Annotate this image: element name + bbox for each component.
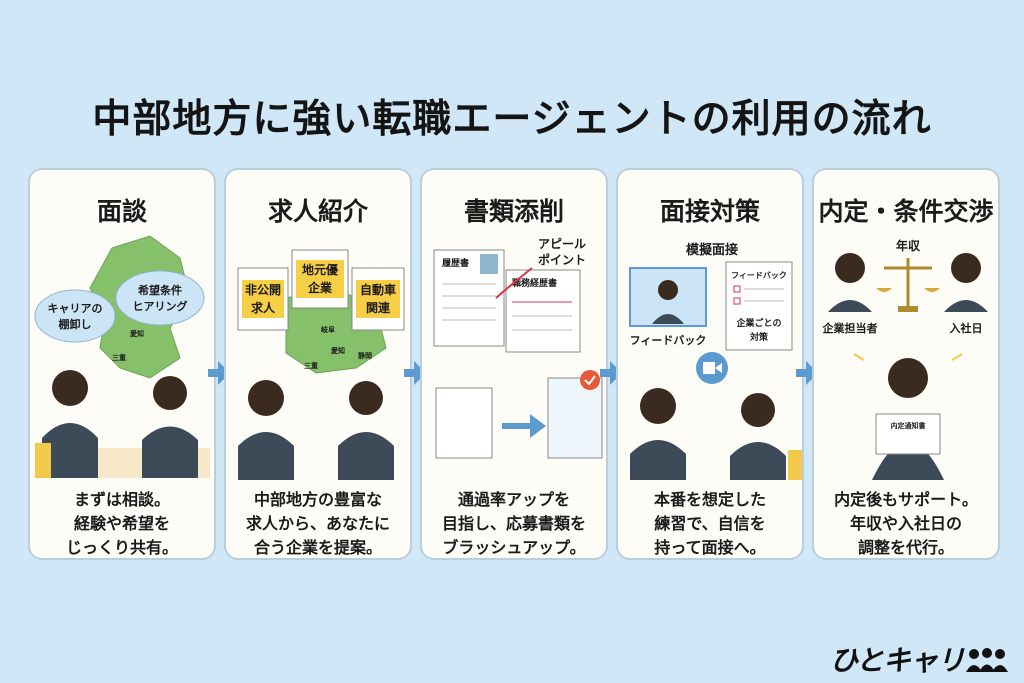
career-doc <box>505 269 581 353</box>
bubble-career-line1: キャリアの <box>48 302 103 315</box>
bubble-career <box>34 289 116 343</box>
checklist-title: フィードバック <box>731 270 787 280</box>
callout-arrow <box>495 267 533 299</box>
svg-text:企業: 企業 <box>307 280 333 295</box>
callout-line2: ポイント <box>538 252 586 267</box>
step-card-interview-prep: 面接対策 模擬面接 フィードバック フィードバック 企業ごとの 対策 本番を想定… <box>616 168 804 560</box>
step-description: まずは相談。 経験や希望を じっくり共有。 <box>65 490 178 557</box>
person-head <box>888 358 928 398</box>
map-label-aichi: 愛知 <box>130 329 144 338</box>
step-card-offer-negotiation: 内定・条件交渉 年収 企業担当者 入社日 内定通知書 内定後もサポート。 年収や… <box>812 168 1000 560</box>
checklist-doc <box>725 261 793 351</box>
salary-label: 年収 <box>896 238 921 253</box>
agent-head <box>835 253 865 283</box>
people-icon <box>966 648 1008 672</box>
person-right-head <box>741 393 775 427</box>
arrow-right-icon <box>796 361 818 385</box>
arrow-right-icon <box>502 414 546 438</box>
job-intro-illustration: 岐阜 愛知 静岡 三重 非公開 求人 地元優 企業 自動車 関連 <box>237 249 405 480</box>
arrow-right-icon <box>208 361 230 385</box>
bubble-hearing-line2: ヒアリング <box>133 299 188 313</box>
polished-doc <box>547 377 603 459</box>
brand-logo: ひとキャリ <box>830 641 1010 677</box>
step-description: 本番を想定した 練習で、自信を 持って面接へ。 <box>653 490 766 557</box>
arrow-right-icon <box>600 361 622 385</box>
person-right-body <box>142 426 198 478</box>
person-left-body <box>238 432 294 480</box>
person-left-body <box>42 423 98 478</box>
step-card-job-intro: 求人紹介 岐阜 愛知 静岡 三重 非公開 求人 地元優 企業 自動車 関連 中部… <box>224 168 412 560</box>
svg-text:地元優: 地元優 <box>302 262 339 277</box>
step-description: 内定後もサポート。 年収や入社日の 調整を代行。 <box>834 490 978 557</box>
svg-text:企業ごとの: 企業ごとの <box>736 317 782 329</box>
person-left-head <box>52 370 88 406</box>
step-title: 面接対策 <box>659 197 760 226</box>
map-label-aichi: 愛知 <box>331 346 345 355</box>
person-right-body <box>338 432 394 480</box>
interview-illustration: 岐阜 愛知 三重 キャリアの 棚卸し 希望条件 ヒアリング <box>34 235 210 478</box>
step-card-interview: 面談 岐阜 愛知 三重 キャリアの 棚卸し 希望条件 ヒアリング まずは相談。 … <box>28 168 216 560</box>
bubble-hearing-line1: 希望条件 <box>137 283 182 297</box>
person-left-head <box>248 380 284 416</box>
agent-label: 企業担当者 <box>822 321 878 335</box>
chair <box>788 450 802 480</box>
person-right-head <box>153 376 187 410</box>
offer-illustration: 年収 企業担当者 入社日 内定通知書 <box>822 238 988 480</box>
mock-interview-heading: 模擬面接 <box>686 242 738 258</box>
agent-body <box>828 300 872 312</box>
interview-prep-illustration: 模擬面接 フィードバック フィードバック 企業ごとの 対策 <box>629 242 802 480</box>
svg-text:関連: 関連 <box>366 300 391 315</box>
step-title: 書類添削 <box>463 197 564 226</box>
check-icon <box>580 370 600 390</box>
step-description: 中部地方の豊富な 求人から、あなたに 合う企業を提案。 <box>245 490 390 557</box>
map-label-gifu: 岐阜 <box>321 325 335 334</box>
bubble-career-line2: 棚卸し <box>59 317 92 331</box>
step-title: 内定・条件交渉 <box>818 197 994 226</box>
brand-name: ひとキャリ <box>829 644 965 677</box>
map-label-shizuoka: 静岡 <box>358 351 372 360</box>
offer-letter-label: 内定通知書 <box>891 421 926 430</box>
step-card-document-review: 書類添削 履歴書 職務経歴書 アピール ポイント 通過率アップを 目指し、応募書… <box>420 168 608 560</box>
career-doc-label: 職務経歴書 <box>512 277 557 289</box>
step-description: 通過率アップを 目指し、応募書類を ブラッシュアップ。 <box>441 490 586 557</box>
person-left-body <box>630 440 686 480</box>
offer-letter <box>875 413 941 455</box>
person-left-head <box>640 388 676 424</box>
candidate-head <box>951 253 981 283</box>
document-review-illustration: 履歴書 職務経歴書 アピール ポイント <box>433 237 603 459</box>
chair <box>35 443 51 478</box>
svg-text:求人: 求人 <box>251 300 276 315</box>
step-title: 面談 <box>96 197 147 226</box>
candidate-body <box>944 300 988 312</box>
svg-text:非公開: 非公開 <box>245 282 281 297</box>
feedback-label: フィードバック <box>630 334 707 347</box>
step-title: 求人紹介 <box>267 197 368 226</box>
callout-line1: アピール <box>538 237 586 251</box>
join-date-label: 入社日 <box>950 321 983 335</box>
page-title: 中部地方に強い転職エージェントの利用の流れ <box>92 97 932 142</box>
person-right-body <box>730 442 786 480</box>
bubble-hearing <box>115 270 205 326</box>
person-right-head <box>349 381 383 415</box>
draft-doc <box>435 387 493 459</box>
map-label-mie: 三重 <box>112 353 126 362</box>
svg-text:対策: 対策 <box>749 331 769 343</box>
map-label-mie: 三重 <box>304 361 318 370</box>
resume-label: 履歴書 <box>441 257 469 269</box>
arrow-right-icon <box>404 361 426 385</box>
svg-text:自動車: 自動車 <box>360 282 396 297</box>
